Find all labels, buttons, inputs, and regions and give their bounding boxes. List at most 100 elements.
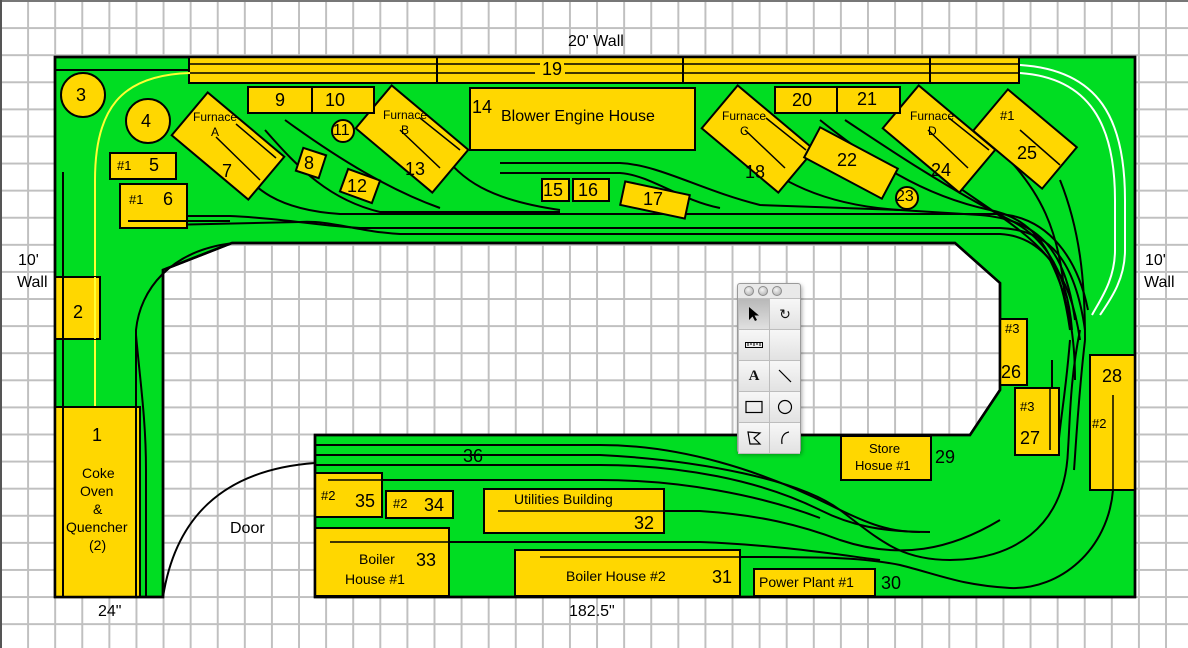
polygon-icon [747, 431, 762, 445]
structure-11[interactable] [331, 119, 355, 143]
structure-3[interactable] [60, 72, 106, 118]
structure-33-desc: House #1 [345, 571, 405, 587]
structure-17-number: 17 [643, 189, 664, 209]
arc-icon [781, 431, 790, 445]
structure-22-number: 22 [837, 150, 858, 170]
structure-31-number: 31 [712, 567, 733, 587]
structure-15[interactable] [541, 178, 570, 202]
structure-32-desc: Utilities Building [514, 491, 613, 507]
structure-21-number: 21 [857, 89, 878, 109]
structure-25[interactable] [971, 87, 1079, 191]
rotate-tool[interactable]: ↻ [770, 299, 800, 329]
arrow-pointer-icon [749, 307, 759, 321]
close-button[interactable] [744, 286, 754, 296]
structure-16[interactable] [572, 178, 610, 202]
structure-26-tag: #3 [1005, 321, 1020, 336]
structure-1-desc: Quencher [66, 519, 128, 535]
structure-34-tag: #2 [393, 496, 408, 511]
structure-1-desc: Coke [82, 465, 115, 481]
structure-21[interactable] [836, 86, 901, 114]
structure-23-number: 23 [896, 188, 914, 205]
ellipse-tool[interactable] [770, 392, 800, 422]
right-wall-label-1: 10' [1145, 252, 1166, 269]
tool-palette: ↻ A [737, 283, 801, 454]
structure-19[interactable] [188, 56, 1020, 84]
polygon-tool[interactable] [739, 423, 769, 453]
structure-24-desc: D [928, 124, 937, 138]
structure-11-number: 11 [333, 122, 350, 139]
structure-4-number: 4 [141, 111, 152, 131]
left-width-dimension: 24" [98, 603, 122, 620]
structure-14-desc: Blower Engine House [501, 108, 655, 125]
structure-35-number: 35 [355, 491, 376, 511]
structure-5-tag: #1 [117, 158, 132, 173]
structure-27-tag: #3 [1020, 399, 1035, 414]
structure-20-number: 20 [792, 90, 813, 110]
structure-30-desc: Power Plant #1 [759, 574, 854, 590]
structure-26[interactable] [999, 318, 1028, 386]
structure-33[interactable] [314, 527, 450, 597]
door-swing [162, 462, 316, 598]
structure-29-number: 29 [935, 447, 956, 467]
structure-7[interactable] [170, 91, 286, 201]
structure-1-number: 1 [92, 425, 103, 445]
top-wall-label: 20' Wall [568, 33, 624, 50]
canvas-top-edge [0, 0, 1188, 2]
structure-15-number: 15 [543, 180, 564, 200]
structure-3-number: 3 [76, 85, 87, 105]
empty-tool-slot [770, 330, 800, 360]
zoom-button[interactable] [772, 286, 782, 296]
white-track-inner [1019, 72, 1116, 316]
structure-23[interactable] [895, 186, 919, 210]
structure-2-number: 2 [73, 302, 84, 322]
structure-1-desc: (2) [89, 537, 107, 553]
text-tool[interactable]: A [739, 361, 769, 391]
right-wall-label-2: Wall [1144, 274, 1175, 291]
structure-14-number: 14 [472, 97, 493, 117]
structure-8[interactable] [294, 146, 328, 180]
structure-30-number: 30 [881, 573, 902, 593]
structure-27[interactable] [1014, 387, 1060, 456]
structure-31-desc: Boiler House #2 [566, 568, 666, 584]
structure-10-number: 10 [325, 90, 346, 110]
structure-27-number: 27 [1020, 428, 1041, 448]
rectangle-tool[interactable] [739, 392, 769, 422]
structure-17[interactable] [619, 180, 691, 220]
left-wall-label-1: 10' [18, 252, 39, 269]
structure-29-desc: Hosue #1 [855, 458, 911, 473]
structure-5[interactable] [109, 152, 177, 180]
structure-28-tag: #2 [1092, 416, 1107, 431]
structure-25-tag: #1 [1000, 108, 1015, 123]
structure-18[interactable] [700, 84, 816, 194]
arc-tool[interactable] [770, 423, 800, 453]
structure-13-desc: B [401, 123, 410, 137]
structure-26-number: 26 [1001, 362, 1022, 382]
palette-titlebar[interactable] [738, 284, 800, 298]
circle-icon [777, 399, 793, 415]
structure-9[interactable] [247, 86, 313, 114]
ruler-icon [745, 342, 763, 348]
structure-7-desc: Furnace [193, 110, 238, 124]
structure-18-desc: Furnace [722, 109, 767, 123]
structure-5-number: 5 [149, 155, 160, 175]
structure-18-desc: C [740, 124, 749, 138]
structure-12[interactable] [338, 167, 382, 205]
select-tool[interactable] [739, 299, 769, 329]
structure-14[interactable] [469, 87, 696, 151]
structure-22[interactable] [802, 125, 900, 201]
structure-24-desc: Furnace [910, 109, 955, 123]
structure-6-number: 6 [163, 189, 174, 209]
structure-20[interactable] [774, 86, 838, 114]
line-tool[interactable] [770, 361, 800, 391]
structure-28-number: 28 [1102, 366, 1123, 386]
structure-9-number: 9 [275, 90, 286, 110]
structure-10[interactable] [311, 86, 375, 114]
structure-4[interactable] [125, 98, 171, 144]
rotate-icon: ↻ [779, 305, 791, 322]
structure-24-number: 24 [931, 160, 952, 180]
structure-6-tag: #1 [129, 192, 144, 207]
structure-34[interactable] [385, 490, 454, 519]
ruler-tool[interactable] [739, 330, 769, 360]
minimize-button[interactable] [758, 286, 768, 296]
